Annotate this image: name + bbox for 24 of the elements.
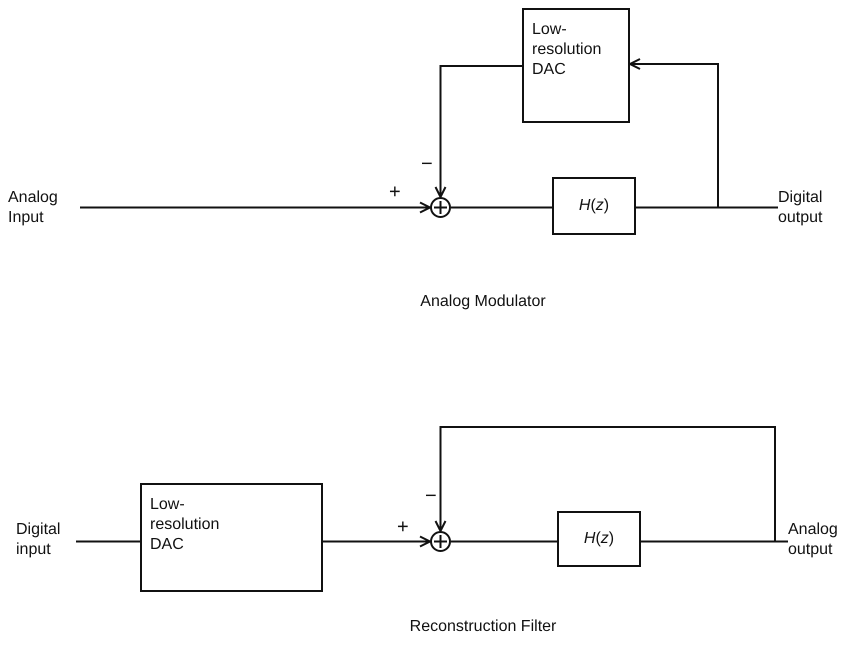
signal-arrow bbox=[434, 65, 522, 198]
filter-block: H(z) bbox=[552, 177, 636, 235]
signal-label: Digital input bbox=[16, 520, 76, 560]
signal-label: Digital output bbox=[778, 188, 840, 228]
signal-arrow bbox=[434, 426, 776, 542]
sign-label: − bbox=[425, 486, 437, 506]
sign-label: + bbox=[389, 182, 401, 202]
signal-label: Analog output bbox=[788, 520, 846, 560]
dac-block: Low-resolution DAC bbox=[522, 8, 630, 123]
signal-arrow bbox=[323, 536, 431, 548]
summing-junction bbox=[430, 197, 451, 218]
signal-line bbox=[451, 540, 557, 542]
diagram-caption: Reconstruction Filter bbox=[410, 617, 556, 637]
signal-label: Analog Input bbox=[8, 188, 80, 228]
signal-arrow bbox=[629, 58, 719, 208]
sign-label: + bbox=[397, 517, 409, 537]
filter-block: H(z) bbox=[557, 511, 641, 567]
signal-line bbox=[451, 206, 552, 208]
signal-line bbox=[76, 540, 140, 542]
signal-arrow bbox=[80, 202, 431, 214]
diagram-caption: Analog Modulator bbox=[420, 292, 546, 312]
sign-label: − bbox=[421, 154, 433, 174]
summing-junction bbox=[430, 531, 451, 552]
dac-block: Low-resolution DAC bbox=[140, 483, 323, 592]
